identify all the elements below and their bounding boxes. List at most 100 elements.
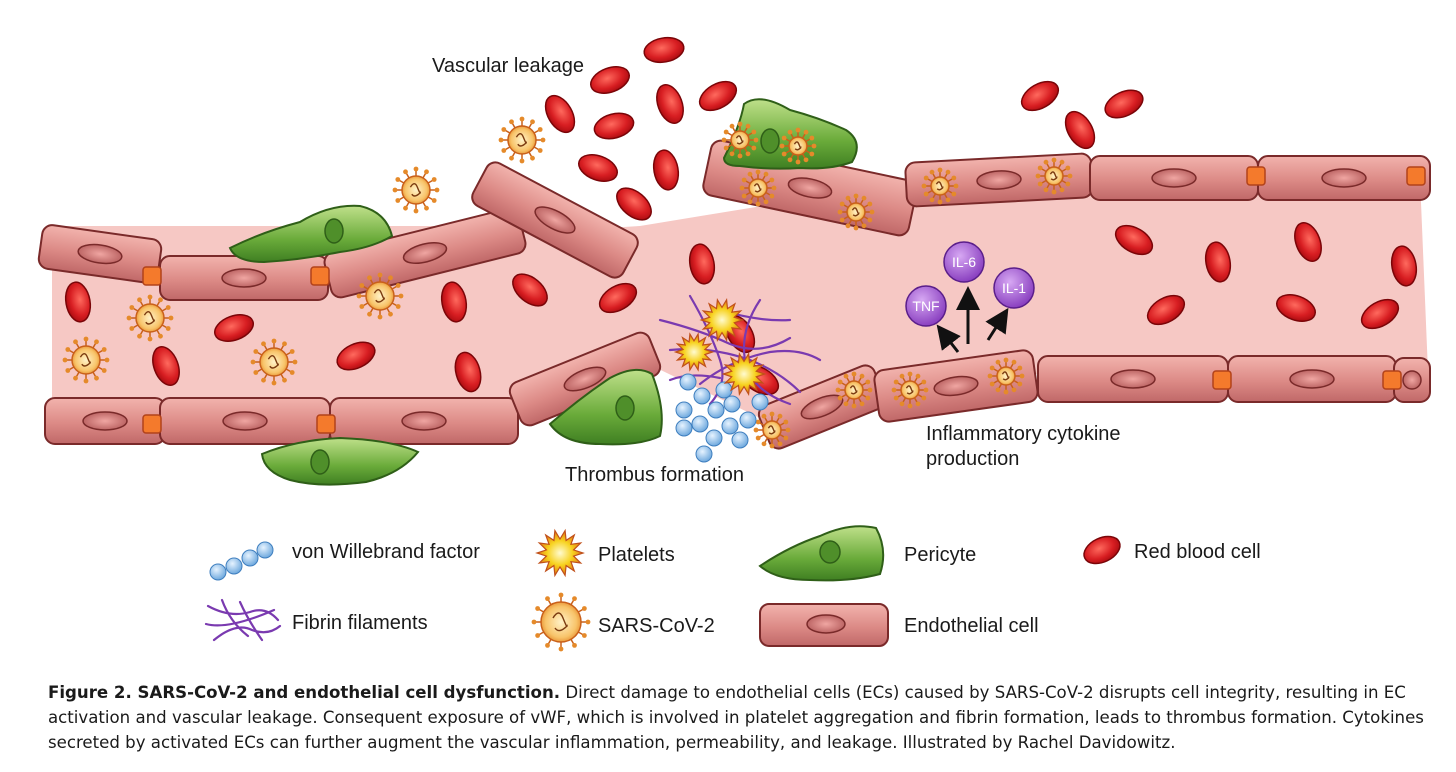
sars-cov-2-virion [126,294,174,342]
cell-junction [1382,370,1402,390]
thrombus [658,294,822,463]
red-blood-cell [688,243,716,285]
red-blood-cell [578,154,618,182]
red-blood-cell [656,84,684,124]
cytokine-il6-label: IL-6 [952,254,976,270]
endothelial-cell [471,161,639,279]
red-blood-cell [616,187,652,221]
red-blood-cell [1104,89,1144,119]
red-blood-cell [440,281,468,323]
legend-vwf-label: von Willebrand factor [292,541,480,563]
legend-fibrin-icon [204,598,282,642]
endothelial-cell [1037,355,1229,403]
red-blood-cell [590,66,630,94]
red-blood-cell [1390,245,1418,287]
endothelial-cell [37,224,163,284]
cell-junction [1406,166,1426,186]
label-thrombus-formation: Thrombus formation [565,464,744,486]
red-blood-cell [593,112,635,140]
vwf-bead [715,381,733,399]
legend-vwf-icon [209,541,274,581]
pericyte [228,204,394,264]
endothelial-cell [1227,355,1397,403]
cytokine-il1-label: IL-1 [1002,280,1026,296]
sars-cov-2-virion [531,592,591,652]
sars-cov-2-virion [721,121,759,159]
red-blood-cell [454,351,482,393]
legend-platelet-icon [535,528,585,578]
cell-junction [1246,166,1266,186]
endothelial-cell [159,255,329,301]
vwf-bead [721,417,739,435]
sars-cov-2-virion [753,411,791,449]
red-blood-cell [1020,80,1060,112]
legend-sars-label: SARS-CoV-2 [598,615,715,637]
cytokine-arrows [936,286,1009,353]
red-blood-cell [1146,294,1186,326]
red-blood-cell [1204,241,1232,283]
pericyte [260,436,420,486]
vwf-bead [691,415,709,433]
caption-title: Figure 2. SARS-CoV-2 and endothelial cel… [48,683,561,702]
legend-rbc-label: Red blood cell [1134,541,1261,563]
vwf-bead [695,445,713,463]
sars-cov-2-virion [837,193,875,231]
sars-cov-2-virion [835,371,873,409]
vwf-bead [739,411,757,429]
legend-rbc-icon [1083,535,1121,565]
cytokine-il1: IL-1 [993,267,1035,309]
red-blood-cell [1294,222,1322,262]
red-blood-cell [214,314,254,342]
sars-cov-2-virion [921,167,959,205]
vwf-bead [731,431,749,449]
label-inflammatory-2: production [926,448,1019,470]
endothelial-cell [873,349,1039,423]
legend-sars-icon [531,592,591,652]
red-blood-cell [544,94,576,134]
vwf-bead [679,373,697,391]
platelet-cluster [673,297,767,397]
cytokine-tnf: TNF [905,285,947,327]
legend-pericyte-label: Pericyte [904,544,976,566]
red-blood-cell [336,341,376,371]
vwf-cluster [675,373,769,463]
red-blood-cell [643,36,685,64]
vwf-bead [723,395,741,413]
sars-cov-2-virion [392,166,440,214]
cytokine-il6: IL-6 [943,241,985,283]
platelet [721,351,767,397]
sars-cov-2-virion [356,272,404,320]
cytokine-tnf-label: TNF [912,298,939,314]
caption-body: Direct damage to endothelial cells (ECs)… [48,683,1424,752]
platelet [673,332,715,372]
vwf-bead [705,429,723,447]
cell-junction [1212,370,1232,390]
vwf-bead [675,419,693,437]
vwf-bead [751,393,769,411]
sars-cov-2-virion [498,116,546,164]
platelet [535,528,585,578]
pericyte [548,368,663,446]
legend-pericyte-icon [758,525,885,582]
legend: von Willebrand factor Platelets Pericyte… [204,525,1261,652]
endothelial-cell [329,397,519,445]
legend-endothelial-label: Endothelial cell [904,615,1039,637]
sars-cov-2-virion [250,338,298,386]
legend-platelets-label: Platelets [598,544,675,566]
legend-endothelial-icon [759,603,889,647]
legend-fibrin-label: Fibrin filaments [292,612,428,634]
vwf-bead [693,387,711,405]
red-blood-cell [1064,110,1096,150]
sars-cov-2-virion [1035,157,1073,195]
platelet [699,297,745,343]
red-blood-cell [1360,298,1400,330]
endothelial-cell [1257,155,1431,201]
label-inflammatory-1: Inflammatory cytokine [926,423,1121,445]
sars-cov-2-virion [779,127,817,165]
sars-cov-2-virion [987,357,1025,395]
sars-cov-2-virion [62,336,110,384]
cell-junction [316,414,336,434]
red-blood-cell [598,282,638,314]
vwf-bead [707,401,725,419]
